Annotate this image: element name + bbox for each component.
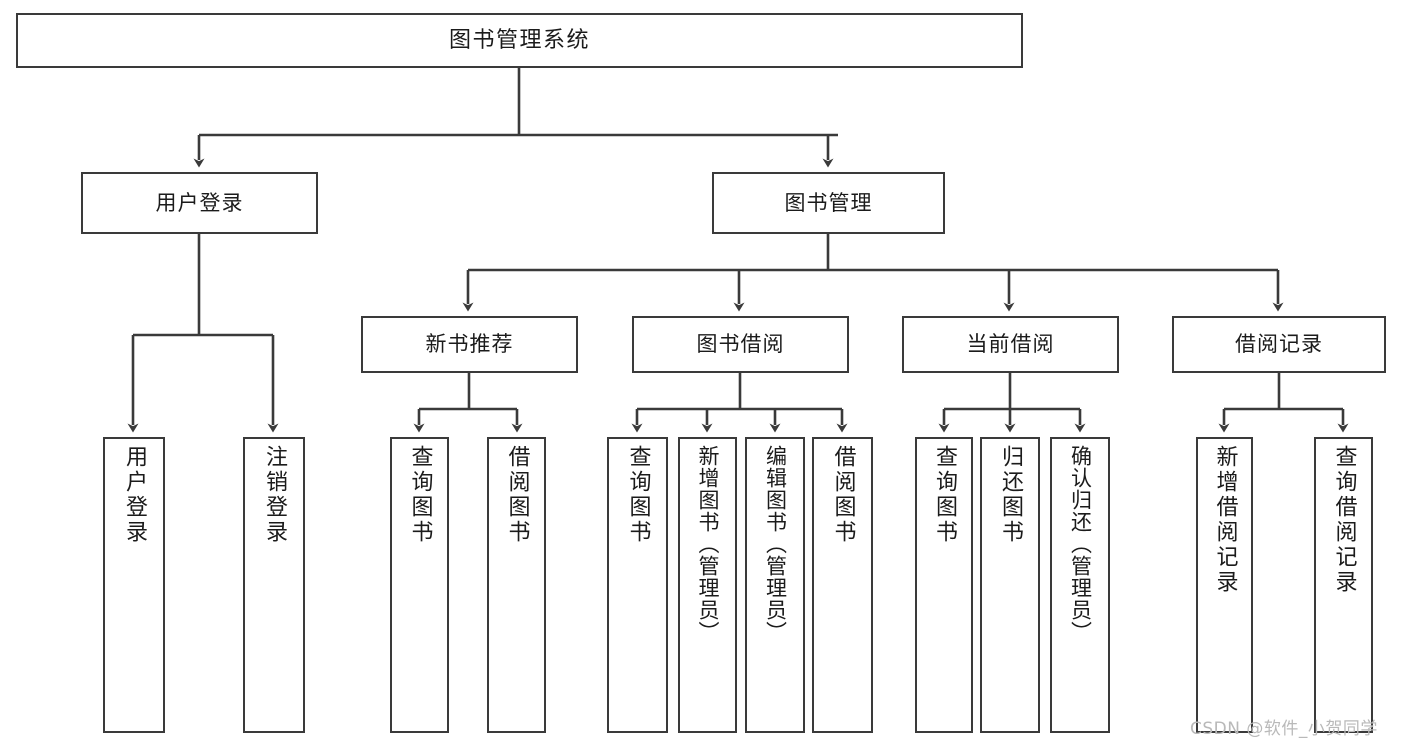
node-user-login[interactable]: 用户登录: [81, 172, 318, 234]
leaf-query-book-borrow[interactable]: 查询图书: [607, 437, 668, 733]
node-new-book-recommend[interactable]: 新书推荐: [361, 316, 578, 373]
leaf-user-login-label: 用户登录: [122, 445, 147, 545]
leaf-logout-label: 注销登录: [262, 445, 287, 545]
node-book-borrow-label: 图书借阅: [696, 332, 785, 357]
node-book-manage[interactable]: 图书管理: [712, 172, 945, 234]
leaf-query-book-recommend[interactable]: 查询图书: [390, 437, 449, 733]
leaf-query-book-current-label: 查询图书: [932, 445, 957, 545]
node-book-borrow[interactable]: 图书借阅: [632, 316, 849, 373]
leaf-add-borrow-record-label: 新增借阅记录: [1212, 445, 1238, 595]
csdn-watermark: CSDN @软件_小贺同学: [1190, 719, 1378, 739]
leaf-confirm-return-label: 确认归还（管理员）: [1068, 445, 1093, 643]
node-current-borrow[interactable]: 当前借阅: [902, 316, 1119, 373]
leaf-return-book[interactable]: 归还图书: [980, 437, 1040, 733]
leaf-borrow-book[interactable]: 借阅图书: [812, 437, 873, 733]
leaf-borrow-book-recommend[interactable]: 借阅图书: [487, 437, 546, 733]
leaf-add-book-label: 新增图书（管理员）: [696, 445, 720, 643]
leaf-borrow-book-recommend-label: 借阅图书: [504, 445, 530, 545]
leaf-query-book-borrow-label: 查询图书: [625, 445, 651, 545]
leaf-query-book-current[interactable]: 查询图书: [915, 437, 973, 733]
node-user-login-label: 用户登录: [155, 190, 244, 215]
leaf-query-borrow-record-label: 查询借阅记录: [1331, 445, 1357, 595]
leaf-return-book-label: 归还图书: [998, 445, 1023, 545]
leaf-edit-book-label: 编辑图书（管理员）: [763, 445, 788, 643]
node-new-book-recommend-label: 新书推荐: [425, 332, 514, 357]
leaf-borrow-book-label: 借阅图书: [830, 445, 856, 545]
node-borrow-record[interactable]: 借阅记录: [1172, 316, 1386, 373]
leaf-query-borrow-record[interactable]: 查询借阅记录: [1314, 437, 1373, 733]
node-current-borrow-label: 当前借阅: [966, 332, 1055, 357]
leaf-confirm-return[interactable]: 确认归还（管理员）: [1050, 437, 1110, 733]
leaf-add-borrow-record[interactable]: 新增借阅记录: [1196, 437, 1253, 733]
node-root-label: 图书管理系统: [448, 27, 590, 53]
leaf-logout[interactable]: 注销登录: [243, 437, 305, 733]
node-borrow-record-label: 借阅记录: [1235, 332, 1323, 357]
node-book-manage-label: 图书管理: [784, 190, 873, 215]
leaf-user-login[interactable]: 用户登录: [103, 437, 165, 733]
leaf-query-book-recommend-label: 查询图书: [407, 445, 433, 545]
leaf-edit-book[interactable]: 编辑图书（管理员）: [745, 437, 805, 733]
leaf-add-book[interactable]: 新增图书（管理员）: [678, 437, 737, 733]
node-root[interactable]: 图书管理系统: [16, 13, 1023, 68]
